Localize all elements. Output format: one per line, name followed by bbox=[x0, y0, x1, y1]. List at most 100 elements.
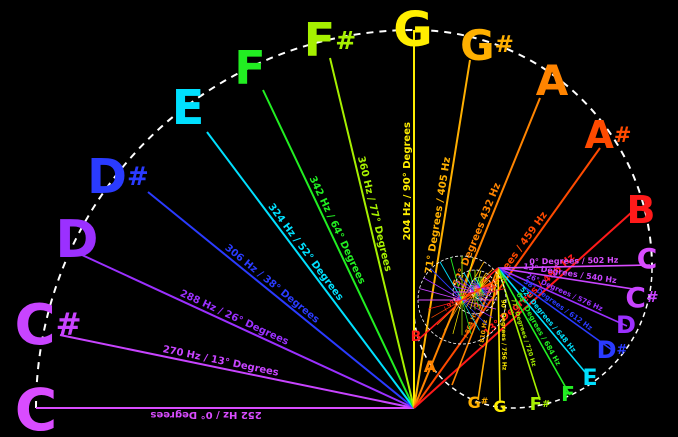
inner-ray-label: 90° Degrees / 756 Hz bbox=[499, 299, 507, 371]
spiral-ray bbox=[480, 287, 486, 296]
note-a-sharp: A# bbox=[584, 113, 631, 157]
note-g-sharp: G# bbox=[460, 21, 514, 70]
inner-note: D bbox=[616, 311, 636, 339]
inner-ray bbox=[497, 264, 651, 269]
ray-g-sharp bbox=[413, 59, 471, 409]
spiral-ray bbox=[423, 277, 463, 301]
inner-note: E bbox=[582, 366, 597, 391]
spiral-ray bbox=[480, 282, 491, 289]
spiral-ray bbox=[461, 299, 472, 335]
inner-ray bbox=[497, 267, 591, 379]
spiral-ray bbox=[474, 270, 482, 293]
spiral-ray bbox=[480, 279, 490, 289]
ray-e bbox=[206, 131, 415, 409]
note-c: C bbox=[15, 376, 58, 437]
spiral-ray bbox=[430, 268, 463, 301]
spiral-ray bbox=[472, 279, 482, 289]
spiral-ring bbox=[452, 269, 498, 315]
spiral-ray bbox=[480, 287, 489, 293]
spiral-ray bbox=[436, 299, 463, 326]
inner-ray bbox=[497, 267, 613, 351]
outer-ray-label: 252 Hz / 0° Degrees bbox=[150, 409, 261, 420]
ray-f-sharp bbox=[329, 57, 415, 409]
inner-note: C# bbox=[625, 281, 658, 314]
inner-note: G bbox=[493, 397, 506, 416]
spiral-ray bbox=[474, 280, 495, 293]
spiral-ray bbox=[472, 287, 482, 291]
spiral-center bbox=[417, 255, 507, 345]
spiral-ray bbox=[471, 282, 482, 289]
inner-ray bbox=[497, 267, 628, 327]
inner-note: F# bbox=[530, 394, 551, 415]
ray-b bbox=[413, 211, 633, 409]
spiral-ray bbox=[474, 291, 485, 308]
spiral-ray bbox=[450, 257, 463, 301]
spiral-ray bbox=[444, 299, 463, 331]
ray-d-sharp bbox=[147, 191, 415, 409]
spiral-ray bbox=[474, 291, 493, 297]
spiral-ray bbox=[457, 291, 476, 297]
spiral-ray bbox=[461, 299, 488, 326]
spiral-ray bbox=[480, 287, 484, 297]
ray-a bbox=[413, 97, 541, 409]
spiral-ray bbox=[476, 287, 482, 296]
inner-ray-label: 0° Degrees / 502 Hz bbox=[529, 256, 619, 267]
note-f: F bbox=[234, 41, 265, 95]
note-d: D bbox=[55, 210, 98, 270]
spiral-ray bbox=[474, 287, 482, 295]
ray-d bbox=[81, 254, 415, 409]
spiral-ray bbox=[455, 280, 476, 293]
inner-note: B bbox=[411, 329, 422, 345]
inner-ray bbox=[497, 267, 641, 291]
spiral-ray bbox=[470, 291, 476, 310]
note-c-sharp: C# bbox=[14, 293, 81, 358]
spiral-ray bbox=[427, 299, 463, 310]
spiral-ray bbox=[477, 277, 482, 289]
spiral-ray bbox=[431, 299, 463, 318]
inner-notes: C C#DD#EF F# GG# AB bbox=[411, 242, 659, 416]
spiral-ray bbox=[459, 276, 476, 293]
inner-arc bbox=[413, 267, 653, 409]
inner-note: F bbox=[561, 382, 575, 406]
inner-note: G# bbox=[468, 393, 489, 412]
spiral-ray bbox=[459, 291, 476, 302]
spiral-ray bbox=[452, 299, 463, 335]
inner-ray-label: / 810 Hz bbox=[478, 319, 489, 348]
outer-ray-label: 204 Hz / 90° Degrees bbox=[402, 122, 413, 240]
inner-note: A bbox=[424, 357, 437, 376]
spiral-ray bbox=[419, 288, 463, 301]
spiral-ray bbox=[474, 291, 480, 310]
ray-f bbox=[262, 89, 415, 409]
inner-note: D# bbox=[597, 336, 628, 364]
ray-c-sharp bbox=[59, 334, 415, 409]
inner-note: C bbox=[637, 242, 658, 275]
spiral-ray bbox=[480, 278, 487, 289]
note-a: A bbox=[536, 56, 569, 105]
spiral-ray bbox=[453, 285, 476, 293]
spiral-ray bbox=[478, 287, 482, 297]
note-d-sharp: D# bbox=[87, 149, 149, 205]
spiral-ray bbox=[465, 291, 476, 308]
spiral-ray bbox=[461, 299, 493, 318]
spiral-ray bbox=[475, 278, 482, 289]
note-b: B bbox=[627, 188, 656, 232]
spiral-ray bbox=[463, 272, 476, 293]
note-f-sharp: F# bbox=[304, 13, 356, 67]
outer-rays bbox=[36, 30, 633, 409]
spiral-ray bbox=[480, 287, 488, 295]
spiral-ray bbox=[473, 287, 482, 293]
spiral-ray bbox=[480, 277, 485, 289]
note-g: G bbox=[393, 2, 432, 58]
spiral-ray bbox=[474, 291, 488, 305]
spiral-ray bbox=[480, 284, 492, 289]
spiral-ray bbox=[470, 284, 482, 289]
spiral-ray bbox=[461, 299, 480, 331]
spiral-ray bbox=[480, 287, 490, 291]
spiral-ray bbox=[439, 261, 463, 301]
inner-ray bbox=[477, 267, 499, 401]
note-e: E bbox=[172, 80, 205, 136]
spiral-ray bbox=[462, 291, 476, 305]
